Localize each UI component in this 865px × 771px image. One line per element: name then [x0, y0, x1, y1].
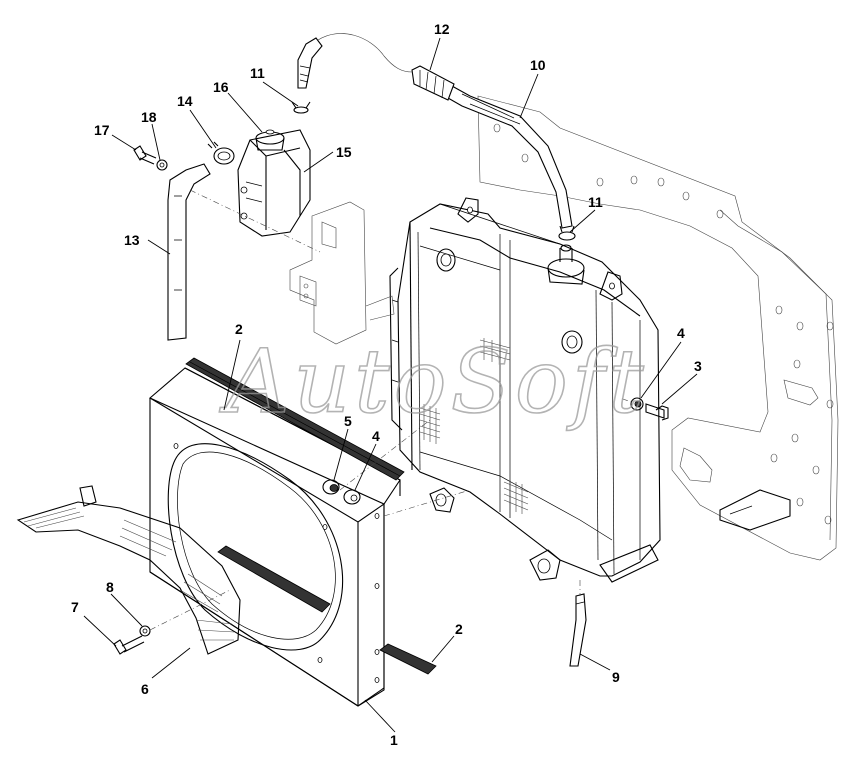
callout-9: 9	[612, 669, 620, 685]
callout-4-right: 4	[677, 325, 685, 341]
tank-cap	[255, 129, 285, 151]
expansion-tank	[237, 129, 311, 237]
fan-guard	[16, 485, 241, 655]
bolt-3	[645, 403, 669, 421]
callout-11-upper: 11	[250, 65, 265, 81]
callout-4-shroud: 4	[372, 428, 380, 444]
mounting-plate-holes	[493, 123, 834, 525]
tank-bracket	[289, 201, 395, 345]
callout-2-bottom: 2	[455, 621, 463, 637]
callout-11-lower: 11	[588, 194, 603, 210]
callout-3: 3	[694, 358, 702, 374]
callout-2-top: 2	[235, 321, 243, 337]
bolt-17	[133, 145, 157, 165]
callout-5: 5	[344, 413, 352, 429]
clamp-14	[207, 141, 235, 165]
hose-12	[297, 33, 455, 101]
callout-16: 16	[213, 79, 229, 95]
hose-13	[167, 163, 211, 341]
seal-strip-top	[185, 357, 405, 481]
clamp-11-upper	[291, 101, 311, 114]
washer-8	[139, 625, 151, 637]
spacer-4-lower	[343, 489, 361, 505]
clamp-11-lower	[558, 225, 576, 241]
callout-12: 12	[434, 21, 450, 37]
leader-lines	[83, 37, 698, 733]
callout-6: 6	[141, 681, 149, 697]
callout-8: 8	[106, 579, 114, 595]
alignment-lines	[149, 189, 641, 631]
seal-strip-bottom	[379, 643, 437, 675]
radiator-core-fins	[419, 338, 529, 514]
bolt-7	[113, 635, 145, 655]
callout-15: 15	[336, 144, 352, 160]
watermark: AutoSoft	[219, 330, 648, 433]
callout-labels: 1 2 2 3 4 4 5 6 7 8 9 10 11 11 12 13 14 …	[71, 21, 702, 748]
hose-10	[447, 85, 573, 229]
callout-18: 18	[141, 109, 157, 125]
callout-13: 13	[124, 232, 140, 248]
hose-9	[569, 593, 587, 667]
callout-17: 17	[94, 122, 110, 138]
callout-7: 7	[71, 599, 79, 615]
seal-strip-middle	[217, 545, 331, 613]
callout-14: 14	[177, 93, 193, 109]
radiator	[389, 197, 661, 583]
mounting-plate	[477, 95, 839, 561]
fan-guard-slots	[23, 507, 235, 641]
washer-18	[156, 159, 168, 171]
fan-shroud	[148, 367, 401, 707]
callout-10: 10	[530, 57, 546, 73]
callout-1: 1	[390, 732, 398, 748]
spacer-5	[322, 479, 340, 495]
